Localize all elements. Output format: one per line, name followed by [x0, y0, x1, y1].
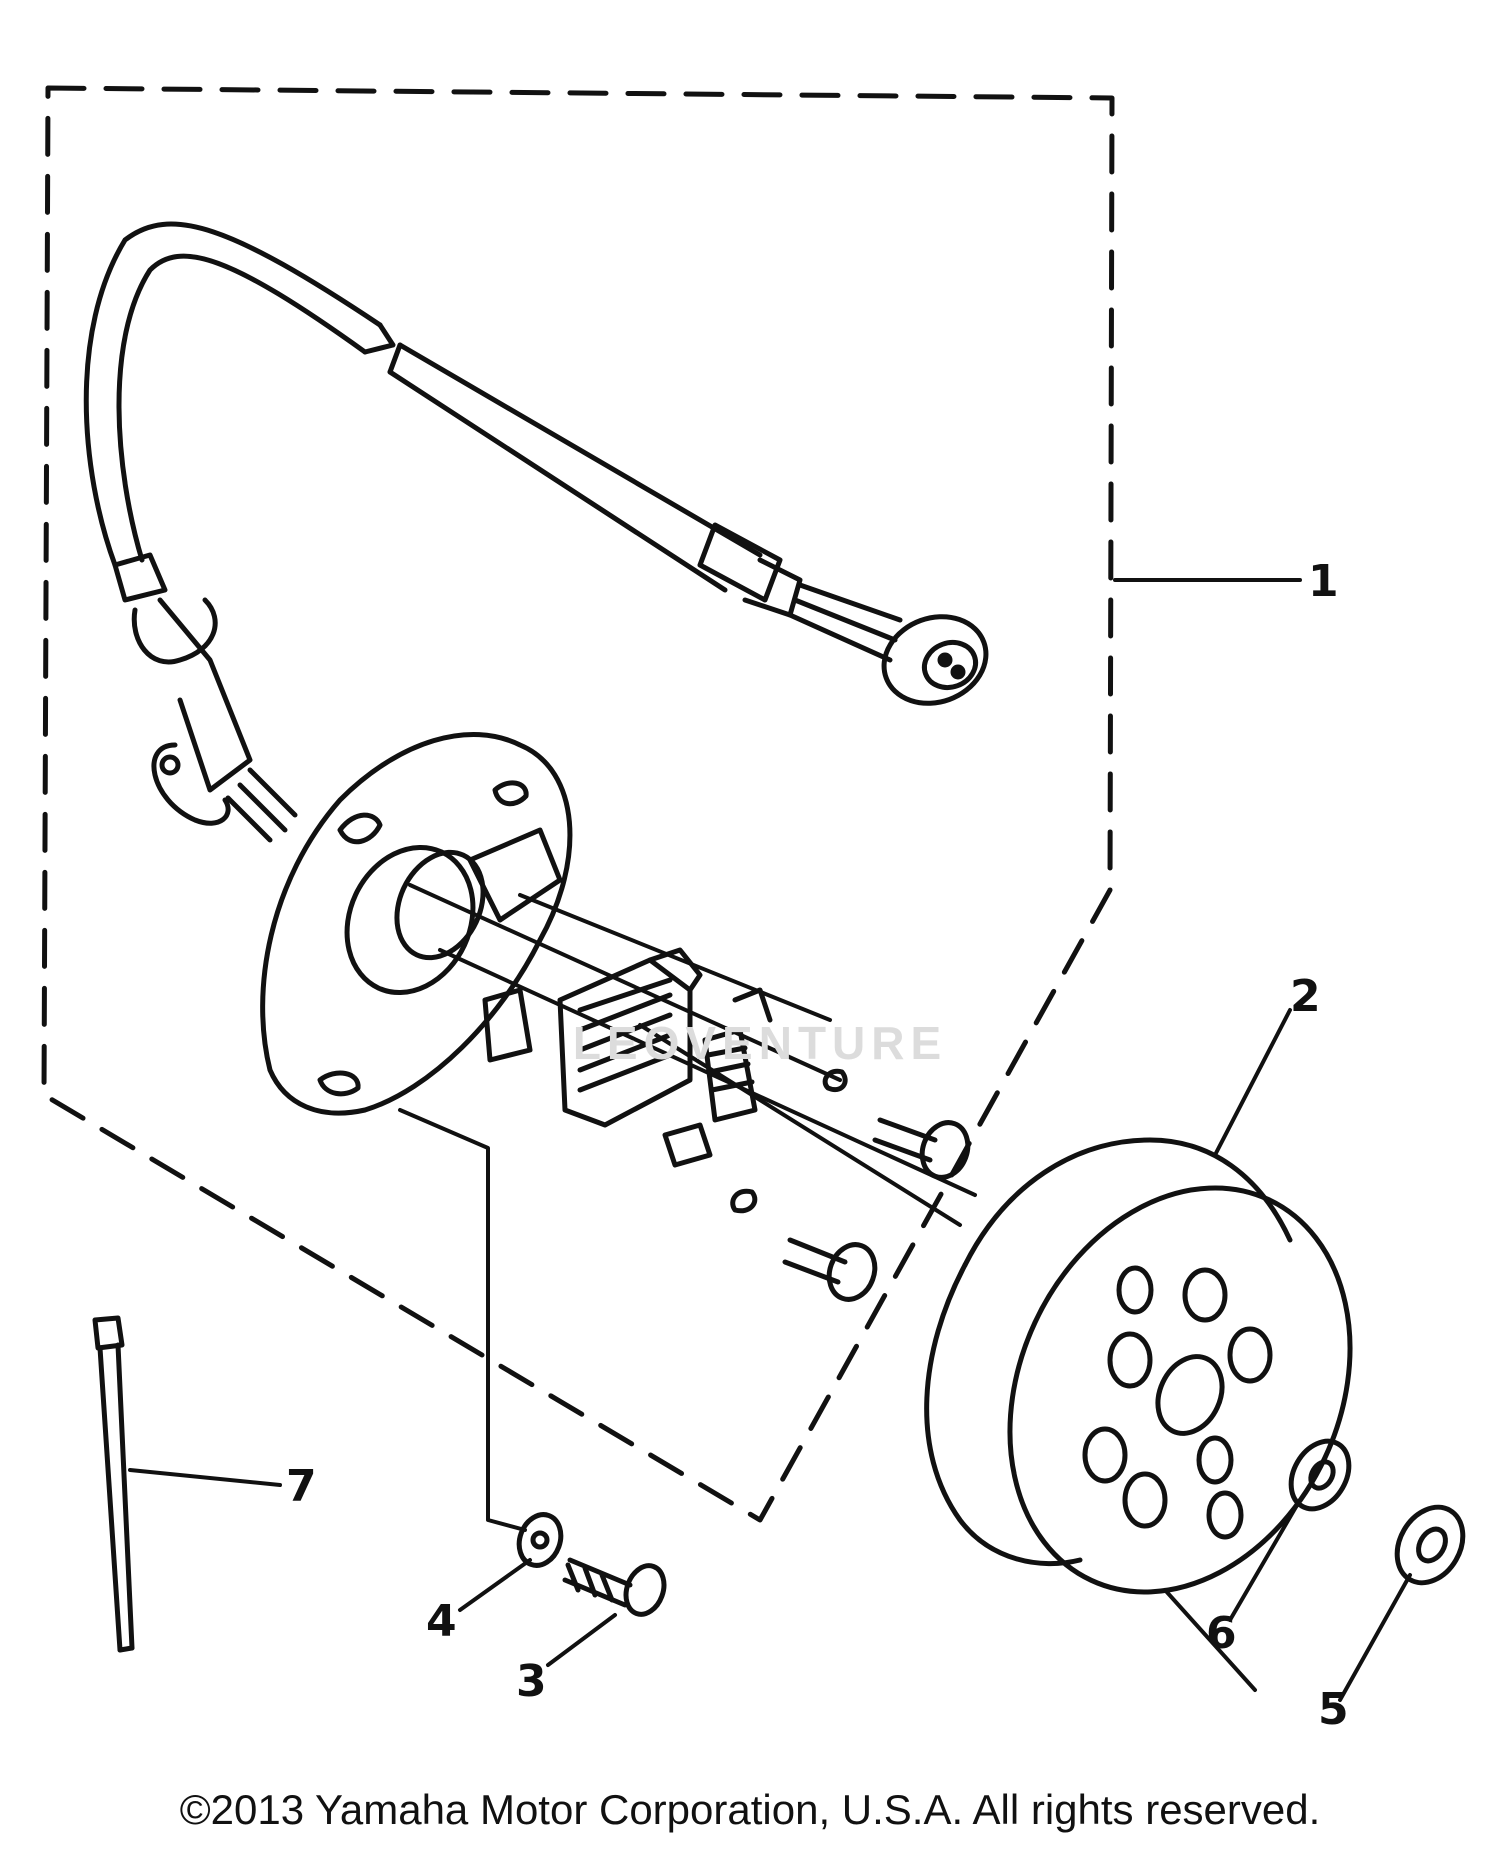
callout-7: 7 — [286, 1461, 317, 1512]
screw-upper — [822, 1068, 971, 1180]
leader-5 — [1338, 1573, 1412, 1702]
leader-4-bracket — [398, 1108, 527, 1532]
washer-4 — [516, 1512, 564, 1568]
wire-harness — [83, 221, 989, 843]
leader-lines — [128, 578, 1412, 1702]
screw-lower — [730, 1188, 878, 1302]
stator-base-plate — [260, 732, 573, 1116]
callout-5: 5 — [1318, 1684, 1349, 1735]
leader-2 — [1213, 1008, 1292, 1157]
callout-4: 4 — [426, 1596, 457, 1647]
spring-coil — [662, 987, 773, 1168]
nut-5 — [1394, 1504, 1466, 1586]
flywheel-rotor — [924, 1137, 1353, 1595]
copyright-footer: ©2013 Yamaha Motor Corporation, U.S.A. A… — [179, 1786, 1321, 1833]
callout-2: 2 — [1290, 971, 1321, 1022]
leader-6 — [1228, 1498, 1302, 1622]
cable-tie-7 — [92, 1315, 135, 1653]
flywheel-holes — [1082, 1265, 1273, 1540]
leader-3 — [546, 1613, 617, 1667]
watermark-text: LEOVENTURE — [572, 1017, 948, 1069]
washer-6 — [1288, 1438, 1352, 1512]
callout-1: 1 — [1308, 556, 1339, 607]
callout-6: 6 — [1206, 1608, 1237, 1659]
leader-4 — [458, 1558, 532, 1612]
leader-7 — [128, 1468, 282, 1487]
callout-3: 3 — [516, 1656, 547, 1707]
assembly-boundary-dashed — [41, 85, 1115, 1523]
pickup-coil — [557, 947, 703, 1128]
screw-3 — [562, 1557, 667, 1617]
